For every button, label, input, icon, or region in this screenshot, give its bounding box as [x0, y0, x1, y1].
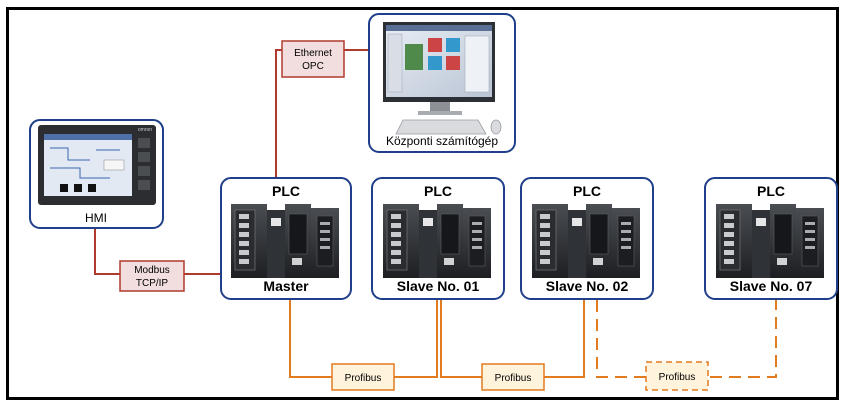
tcpip-label: TCP/IP [136, 278, 169, 289]
profibus-label: Profibus [345, 373, 382, 384]
plc-name: Slave No. 02 [546, 278, 629, 294]
profibus-box-2: Profibus [481, 363, 545, 391]
plc-title: PLC [272, 183, 300, 199]
plc-title: PLC [573, 183, 601, 199]
plc-slave-02: PLC Slave No. 02 [520, 177, 654, 300]
ethernet-opc-box: Ethernet OPC [281, 40, 345, 78]
opc-label: OPC [302, 61, 324, 72]
central-computer: Központi számítógép [368, 13, 516, 153]
plc-master: PLC Master [220, 177, 352, 300]
plc-title: PLC [757, 183, 785, 199]
central-computer-label: Központi számítógép [386, 134, 498, 148]
hmi-panel: omron HMI [29, 119, 164, 229]
plc-slave-01: PLC Slave No. 01 [371, 177, 505, 300]
plc-name: Slave No. 07 [730, 278, 813, 294]
plc-title: PLC [424, 183, 452, 199]
hmi-label: HMI [85, 211, 107, 225]
modbus-label: Modbus [134, 265, 170, 276]
profibus-link-line-3-dashed [596, 300, 777, 378]
plc-slave-07: PLC Slave No. 07 [704, 177, 838, 300]
ethernet-label: Ethernet [294, 48, 332, 59]
profibus-label: Profibus [659, 372, 696, 383]
profibus-box-1: Profibus [331, 363, 395, 391]
profibus-box-3-dashed: Profibus [645, 361, 709, 391]
plc-name: Slave No. 01 [397, 278, 480, 294]
plc-name: Master [263, 278, 309, 294]
profibus-label: Profibus [495, 373, 532, 384]
hmi-brand: omron [138, 127, 152, 133]
modbus-tcpip-box: Modbus TCP/IP [119, 260, 185, 292]
